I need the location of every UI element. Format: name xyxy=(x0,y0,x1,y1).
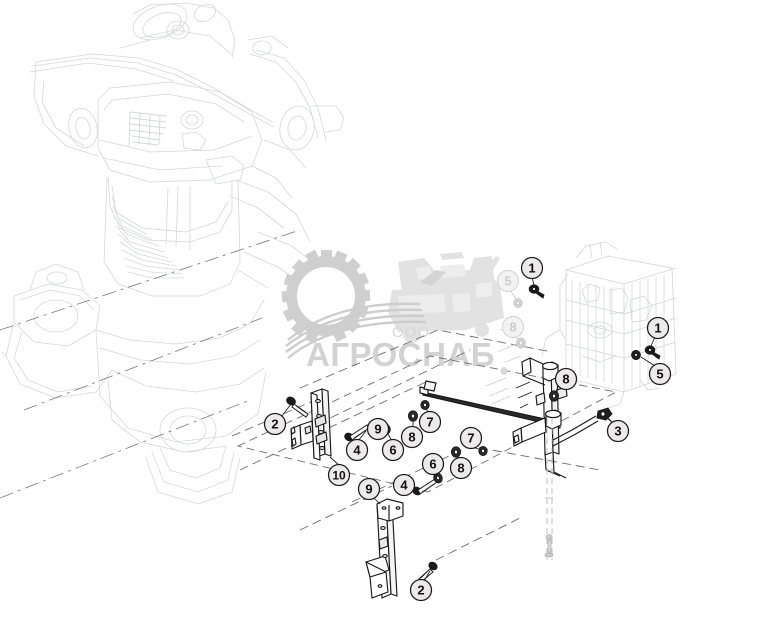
callout-circle[interactable] xyxy=(381,438,405,462)
callout-6[interactable]: 6 xyxy=(381,438,405,462)
callout-8[interactable]: 8 xyxy=(449,456,473,480)
callout-circle[interactable] xyxy=(606,419,630,443)
callout-number: 8 xyxy=(457,461,464,476)
callout-4[interactable]: 4 xyxy=(345,438,369,462)
callout-9[interactable]: 9 xyxy=(357,477,381,501)
callout-number: 9 xyxy=(374,422,381,437)
nut-8-mid-right xyxy=(450,446,462,458)
callout-circle[interactable] xyxy=(409,578,433,602)
callout-number: 5 xyxy=(656,367,663,382)
callout-number: 5 xyxy=(504,274,511,289)
callout-circle[interactable] xyxy=(392,473,416,497)
center-line xyxy=(0,229,301,499)
callout-circle[interactable] xyxy=(459,426,483,450)
cap-screw-4-lower xyxy=(412,478,438,496)
cap-screw-4-upper xyxy=(344,424,370,442)
washer-5-right xyxy=(631,349,641,361)
callout-1[interactable]: 1 xyxy=(646,316,670,340)
callout-number: 8 xyxy=(509,320,516,335)
callout-10[interactable]: 10 xyxy=(327,463,351,487)
callout-circle[interactable] xyxy=(345,438,369,462)
rod-end-7-lower xyxy=(478,445,488,457)
rod-end-7-upper xyxy=(420,399,430,411)
callout-number: 7 xyxy=(426,415,433,430)
callout-number: 3 xyxy=(614,424,621,439)
callout-2[interactable]: 2 xyxy=(263,412,287,436)
callout-7[interactable]: 7 xyxy=(418,410,442,434)
drop-assembly-line xyxy=(546,418,553,560)
callout-6[interactable]: 6 xyxy=(421,452,445,476)
watermark-brand: АГРОСНАБ xyxy=(306,336,495,373)
callout-number: 1 xyxy=(528,261,535,276)
callout-2[interactable]: 2 xyxy=(409,578,433,602)
callout-circle[interactable] xyxy=(502,316,524,338)
callout-8[interactable]: 8 xyxy=(400,425,424,449)
callout-8[interactable]: 8 xyxy=(502,316,524,338)
callout-4[interactable]: 4 xyxy=(392,473,416,497)
callout-3[interactable]: 3 xyxy=(606,419,630,443)
faded-hardware-group xyxy=(485,325,521,405)
callout-circle[interactable] xyxy=(520,256,544,280)
bolt-1-right xyxy=(644,345,661,360)
nut-8-right-vertical xyxy=(548,390,560,402)
callout-circle[interactable] xyxy=(327,463,351,487)
callout-circle[interactable] xyxy=(400,425,424,449)
callout-circle[interactable] xyxy=(418,410,442,434)
washer-6-lower xyxy=(433,472,443,484)
ghost-bolt-mid xyxy=(545,469,553,499)
nut-8-valve-faded xyxy=(516,337,526,349)
callout-number: 7 xyxy=(467,431,474,446)
callout-number: 10 xyxy=(332,469,346,483)
cap-screw-2-upper xyxy=(286,396,309,418)
callout-number: 2 xyxy=(271,417,278,432)
hardware-cluster-right xyxy=(515,381,533,409)
callout-7[interactable]: 7 xyxy=(459,426,483,450)
callout-circle[interactable] xyxy=(421,452,445,476)
callout-circle[interactable] xyxy=(497,270,519,292)
callout-number: 6 xyxy=(429,457,436,472)
callout-9[interactable]: 9 xyxy=(366,417,390,441)
callout-circle[interactable] xyxy=(366,417,390,441)
callout-5[interactable]: 5 xyxy=(648,362,672,386)
callout-number: 6 xyxy=(389,443,396,458)
left-upper-mounting-bracket xyxy=(290,388,332,461)
watermark-ooo: ООО xyxy=(392,324,430,341)
callout-5[interactable]: 5 xyxy=(497,270,519,292)
washer-5-left-faded xyxy=(513,298,523,308)
callout-number: 8 xyxy=(408,430,415,445)
callout-circle[interactable] xyxy=(449,456,473,480)
callout-circle[interactable] xyxy=(554,367,578,391)
callout-number: 2 xyxy=(417,583,424,598)
callout-number: 9 xyxy=(365,482,372,497)
callout-8[interactable]: 8 xyxy=(554,367,578,391)
callout-number: 1 xyxy=(654,321,661,336)
bolt-1-upper xyxy=(528,284,545,299)
callout-circle[interactable] xyxy=(648,362,672,386)
callout-1[interactable]: 1 xyxy=(520,256,544,280)
callout-number: 4 xyxy=(400,478,408,493)
callout-circle[interactable] xyxy=(646,316,670,340)
lower-mounting-bracket-9 xyxy=(365,498,404,599)
callout-circle[interactable] xyxy=(357,477,381,501)
callout-circle[interactable] xyxy=(263,412,287,436)
callout-number: 8 xyxy=(562,372,569,387)
ghost-bolt-bottom xyxy=(544,534,554,558)
callout-number: 4 xyxy=(353,443,361,458)
